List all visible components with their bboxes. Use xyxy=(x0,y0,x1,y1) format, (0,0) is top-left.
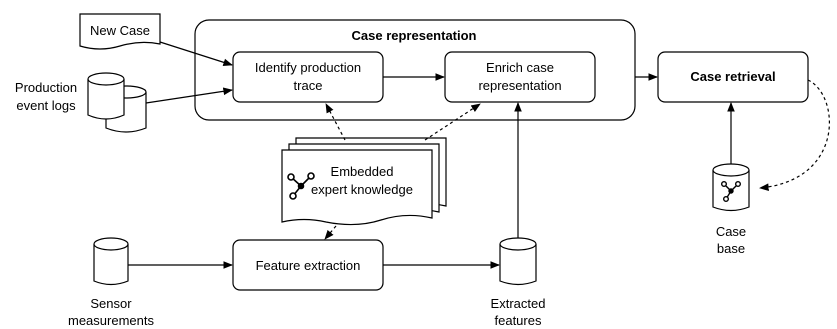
dashed-knowledge-identify xyxy=(325,103,346,141)
production-logs-label-2: event logs xyxy=(16,98,76,113)
sensor-label: Sensor xyxy=(90,296,132,311)
dashed-knowledge-enrich xyxy=(424,103,481,141)
identify-trace-box: Identify production trace xyxy=(232,51,384,103)
new-case-label: New Case xyxy=(90,23,150,38)
retrieval-label: Case retrieval xyxy=(690,69,775,84)
dashed-retrieval-casebase xyxy=(759,79,831,192)
new-case-document: New Case xyxy=(79,13,161,50)
arrow-newcase-identify xyxy=(159,41,233,67)
feature-extraction-label: Feature extraction xyxy=(256,258,361,273)
sensor-label-2: measurements xyxy=(68,313,154,328)
case-base-label: Case xyxy=(716,224,746,239)
sensor-database-icon xyxy=(93,237,129,286)
knowledge-label-2: expert knowledge xyxy=(311,182,413,197)
identify-label-2: trace xyxy=(294,78,323,93)
extracted-features-database-icon xyxy=(499,237,537,286)
enrich-label-2: representation xyxy=(478,78,561,93)
extracted-label: Extracted xyxy=(491,296,546,311)
identify-label: Identify production xyxy=(255,60,361,75)
production-logs-database-icon xyxy=(87,72,147,133)
case-base-graph-icon xyxy=(721,180,742,202)
extracted-label-2: features xyxy=(495,313,542,328)
case-retrieval-box: Case retrieval xyxy=(657,51,809,103)
dashed-knowledge-feature xyxy=(324,225,337,240)
enrich-case-box: Enrich case representation xyxy=(444,51,596,103)
expert-knowledge-documents: Embedded expert knowledge xyxy=(281,137,447,226)
case-base-database-icon xyxy=(712,163,750,212)
dashed-connectors xyxy=(324,79,831,240)
arrow-logs-identify xyxy=(145,87,233,104)
production-logs-label: Production xyxy=(15,80,77,95)
feature-extraction-box: Feature extraction xyxy=(232,239,384,291)
solid-connectors xyxy=(128,41,735,269)
enrich-label: Enrich case xyxy=(486,60,554,75)
knowledge-label: Embedded xyxy=(331,164,394,179)
container-title: Case representation xyxy=(352,28,477,43)
knowledge-graph-icon xyxy=(287,172,315,200)
case-base-label-2: base xyxy=(717,241,745,256)
